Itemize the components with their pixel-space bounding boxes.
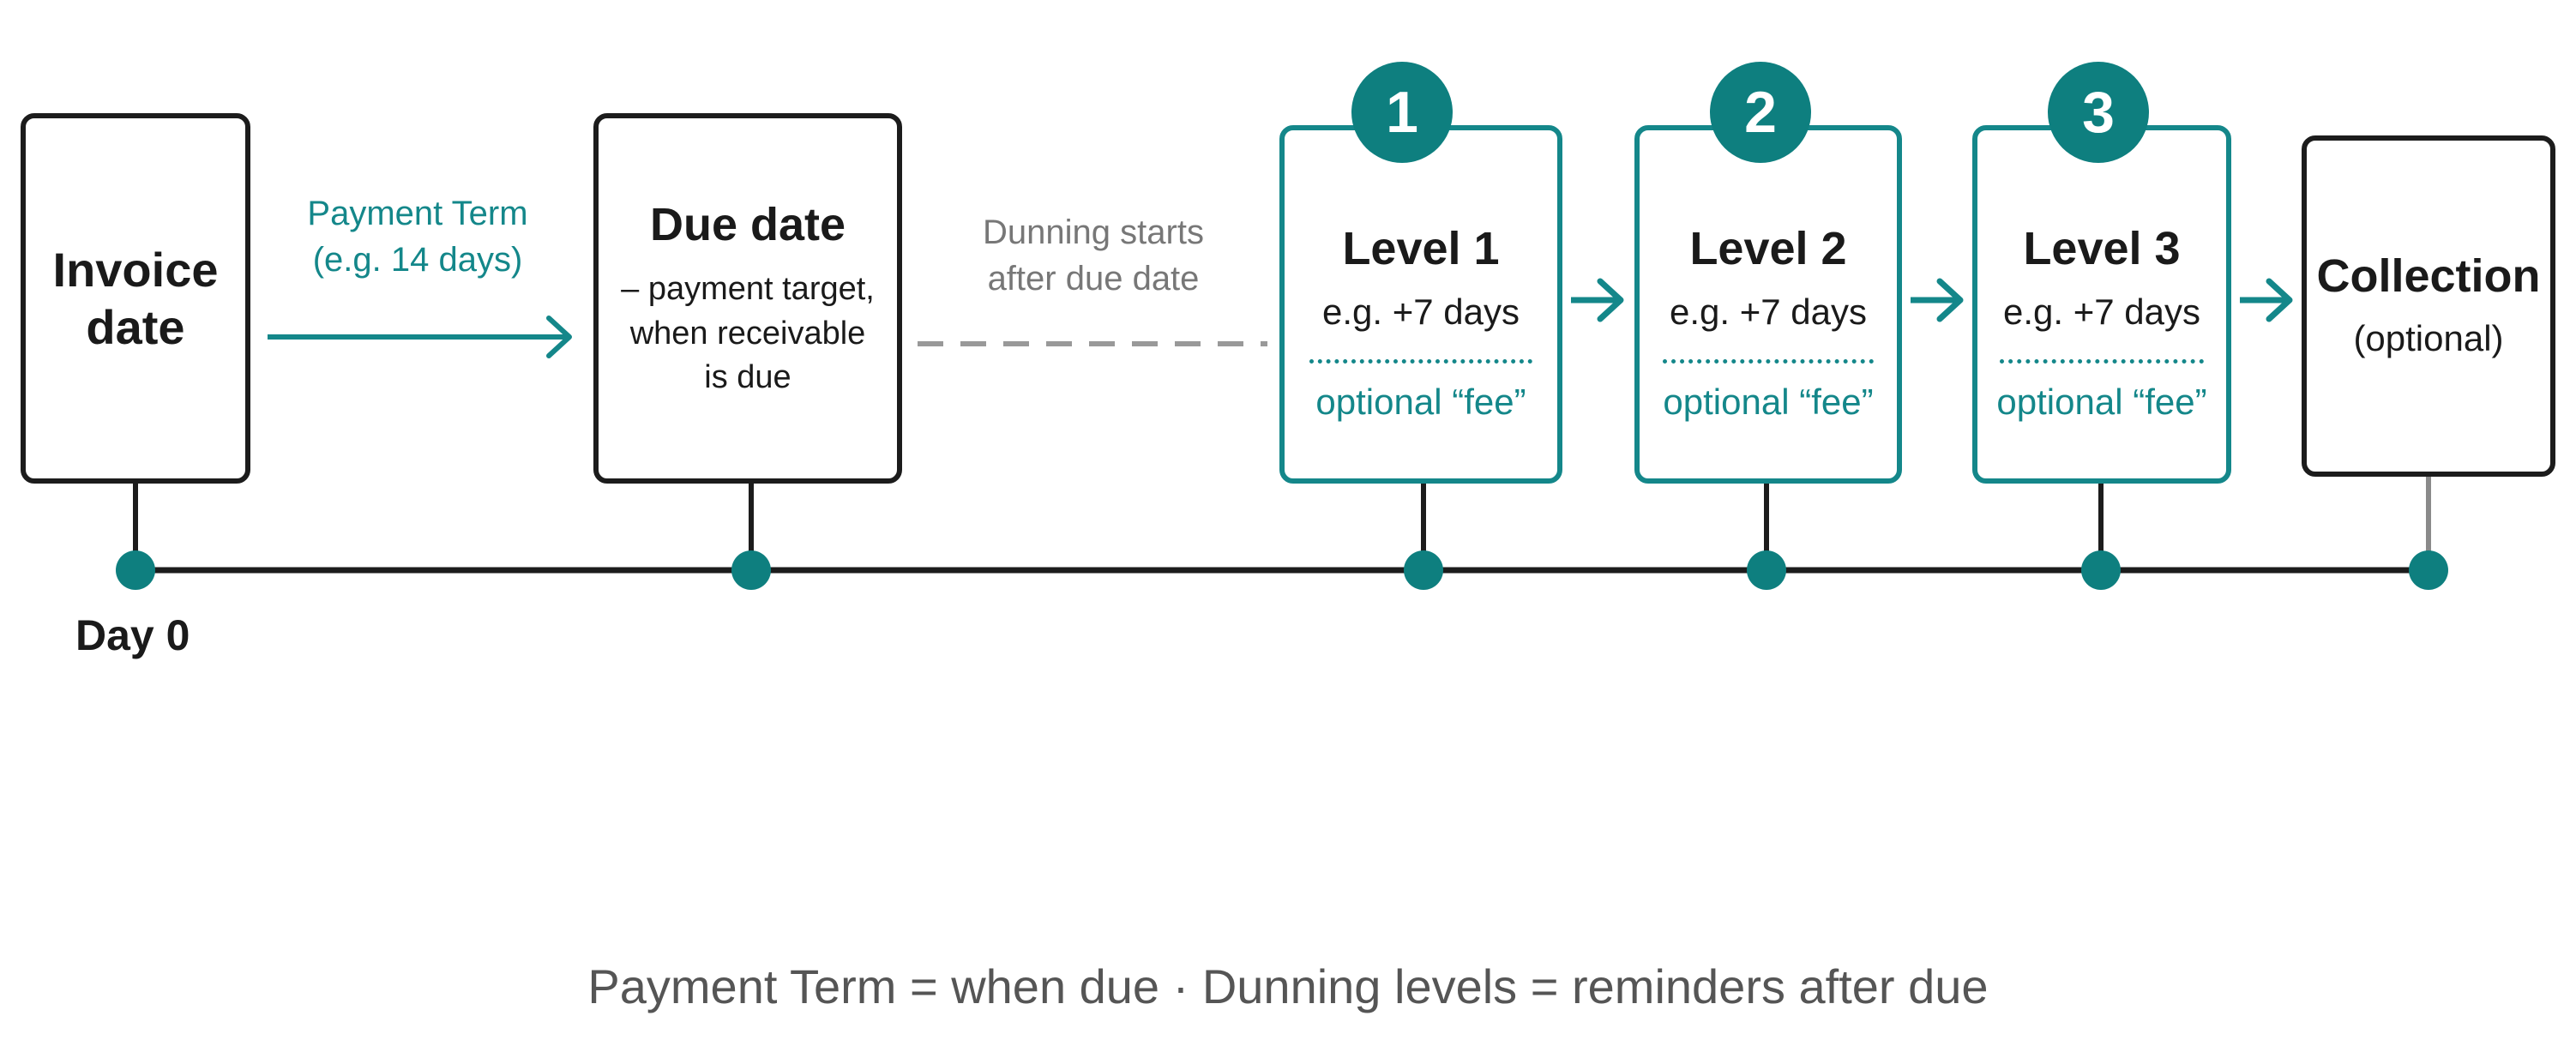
- level-2-divider: [1663, 359, 1874, 364]
- payment-term-line2: (e.g. 14 days): [312, 241, 523, 279]
- level-2-badge: 2: [1710, 62, 1811, 163]
- payment-term-label: Payment Term (e.g. 14 days): [276, 190, 559, 283]
- level-1-interval: e.g. +7 days: [1322, 292, 1520, 333]
- level-1-divider: [1309, 359, 1533, 364]
- due-date-box: Due date – payment target, when receivab…: [593, 113, 902, 484]
- collection-box: Collection (optional): [2302, 135, 2555, 477]
- collection-subtitle: (optional): [2353, 318, 2504, 359]
- invoice-date-box: Invoice date: [21, 113, 250, 484]
- dunning-note-line1: Dunning starts: [983, 213, 1204, 251]
- level-3-fee: optional “fee”: [1996, 382, 2207, 423]
- arrow-level1-to-level2-icon: [1571, 278, 1624, 322]
- timeline-node-due: [731, 550, 771, 590]
- invoice-date-title: Invoice date: [53, 241, 219, 356]
- dunning-level-2-box: Level 2 e.g. +7 days optional “fee”: [1634, 125, 1902, 484]
- timeline-node-invoice: [116, 550, 155, 590]
- payment-term-arrow-icon: [268, 316, 572, 358]
- level-3-interval: e.g. +7 days: [2003, 292, 2200, 333]
- due-date-desc-line1: – payment target,: [621, 271, 875, 308]
- level-1-badge: 1: [1351, 62, 1453, 163]
- level-3-badge: 3: [2048, 62, 2149, 163]
- arrow-level2-to-level3-icon: [1911, 278, 1964, 322]
- legend-caption: Payment Term = when due · Dunning levels…: [587, 959, 1989, 1013]
- level-2-title: Level 2: [1689, 222, 1847, 274]
- dunning-note-line2: after due date: [987, 260, 1200, 298]
- due-date-description: – payment target, when receivable is due: [621, 268, 875, 400]
- due-date-title: Due date: [649, 198, 846, 250]
- collection-title: Collection: [2316, 250, 2541, 303]
- timeline-node-level-1: [1404, 550, 1443, 590]
- level-1-fee: optional “fee”: [1315, 382, 1526, 423]
- dunning-start-note: Dunning starts after due date: [935, 209, 1252, 302]
- dunning-level-1-box: Level 1 e.g. +7 days optional “fee”: [1279, 125, 1562, 484]
- day-0-label: Day 0: [75, 611, 190, 659]
- level-2-interval: e.g. +7 days: [1670, 292, 1867, 333]
- timeline-node-level-3: [2081, 550, 2121, 590]
- due-date-desc-line3: is due: [704, 359, 791, 396]
- due-date-desc-line2: when receivable: [629, 315, 866, 352]
- level-1-title: Level 1: [1342, 222, 1500, 274]
- timeline-node-collection: [2409, 550, 2448, 590]
- level-2-fee: optional “fee”: [1663, 382, 1874, 423]
- arrow-level3-to-collection-icon: [2240, 278, 2293, 322]
- level-3-divider: [2000, 359, 2204, 364]
- timeline-node-level-2: [1747, 550, 1786, 590]
- level-3-title: Level 3: [2023, 222, 2181, 274]
- dunning-level-3-box: Level 3 e.g. +7 days optional “fee”: [1972, 125, 2231, 484]
- payment-term-line1: Payment Term: [307, 195, 528, 232]
- invoice-date-title-line1: Invoice: [52, 242, 219, 297]
- invoice-date-title-line2: date: [86, 300, 185, 354]
